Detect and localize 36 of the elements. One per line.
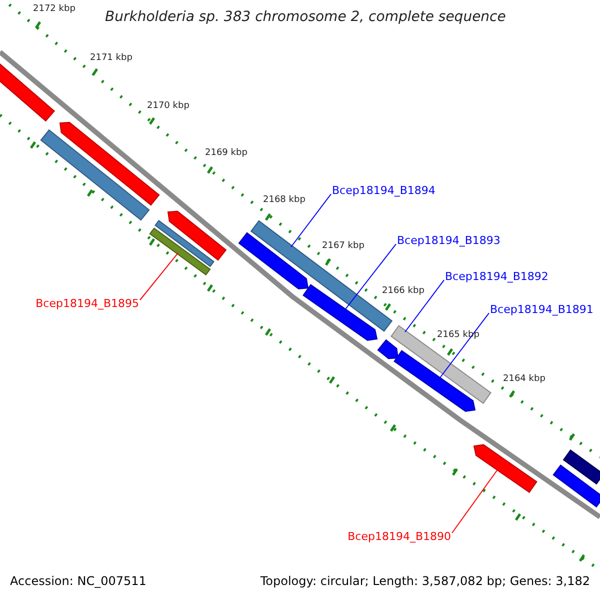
leader-line xyxy=(140,252,178,300)
gene-bar xyxy=(390,325,492,404)
gene-bar xyxy=(552,464,600,508)
gene-bar xyxy=(59,122,160,206)
gene-bar xyxy=(394,350,476,412)
leader-line xyxy=(452,468,498,534)
accession-text: Accession: NC_007511 xyxy=(10,575,146,588)
gene-bar xyxy=(167,210,227,261)
gene-bar xyxy=(40,129,150,221)
scale-label: 2172 kbp xyxy=(33,5,76,15)
scale-label: 2170 kbp xyxy=(147,102,190,112)
gene-bar xyxy=(238,232,309,290)
leader-line xyxy=(438,312,490,380)
gene-label: Bcep18194_B1893 xyxy=(397,235,500,248)
scale-label: 2167 kbp xyxy=(322,242,364,252)
gene-bar xyxy=(154,220,214,268)
leader-line xyxy=(344,244,396,312)
gene-bar xyxy=(149,228,211,276)
scale-label: 2166 kbp xyxy=(382,287,424,297)
genome-info-text: Topology: circular; Length: 3,587,082 bp; Genes: 3,182 xyxy=(260,575,590,588)
title: Burkholderia sp. 383 chromosome 2, complete sequence xyxy=(105,10,506,26)
gene-label: Bcep18194_B1894 xyxy=(332,185,436,198)
scale-label: 2168 kbp xyxy=(263,196,306,206)
leader-line xyxy=(290,194,332,248)
gene-label: Bcep18194_B1895 xyxy=(36,298,139,310)
gene-label: Bcep18194_B1892 xyxy=(445,271,548,284)
gene-label: Bcep18194_B1890 xyxy=(348,531,451,544)
scale-label: 2169 kbp xyxy=(205,149,248,159)
gene-bar xyxy=(473,444,538,493)
leader-line xyxy=(404,280,444,332)
scale-label: 2171 kbp xyxy=(90,54,132,64)
scale-label: 2164 kbp xyxy=(503,375,546,385)
gene-bar xyxy=(302,284,378,341)
gene-bar xyxy=(562,449,600,485)
gene-bar xyxy=(377,339,399,360)
gene-label: Bcep18194_B1891 xyxy=(490,304,594,316)
